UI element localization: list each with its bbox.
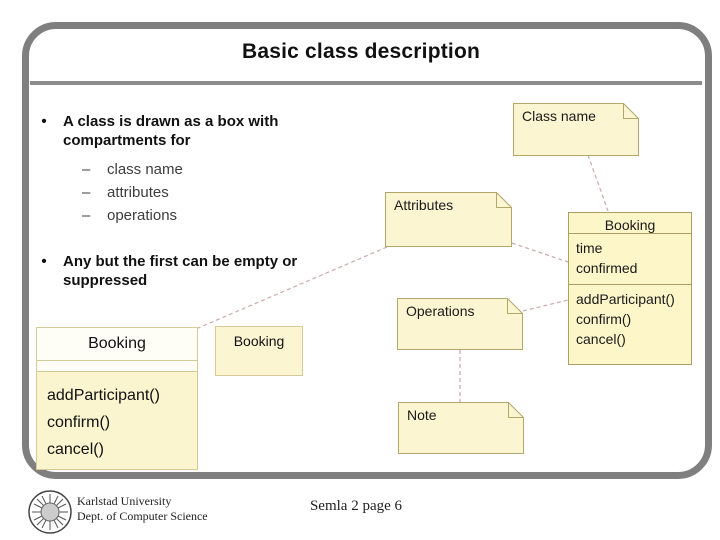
footer-organization: Karlstad University Dept. of Computer Sc… [77,494,208,524]
bullet-list: • A class is drawn as a box with compart… [38,112,338,290]
class-box-booking-full: Booking time confirmed addParticipant() … [568,212,692,365]
class-attributes-compartment: time confirmed [569,233,691,284]
uml-note-operations: Operations [397,298,523,350]
attribute-line: time [576,240,603,256]
sub-bullet-text: attributes [107,184,169,201]
uml-note-attributes: Attributes [385,192,512,247]
class-box-booking-suppressed: Booking [215,326,303,376]
note-label: Class name [522,108,596,124]
sub-bullet-item: – attributes [82,181,338,204]
dash-marker: – [82,207,91,224]
bullet-text: A class is drawn as a box with compartme… [63,113,279,149]
footer-org-line1: Karlstad University [77,494,172,508]
class-box-booking-empty-attrs: Booking addParticipant() confirm() cance… [36,327,198,470]
dash-marker: – [82,184,91,201]
slide-title: Basic class description [241,40,481,63]
operation-line: addParticipant() [576,291,675,307]
uml-note-class-name: Class name [513,103,639,156]
uml-note-note: Note [398,402,524,454]
sub-bullet-item: – operations [82,204,338,227]
empty-attributes-compartment [37,360,197,372]
class-operations-compartment: addParticipant() confirm() cancel() [37,372,197,469]
footer-org-line2: Dept. of Computer Science [77,509,208,523]
class-name-compartment: Booking [604,217,656,233]
bullet-marker: • [41,113,47,130]
note-shape-icon [385,192,512,247]
sub-bullet-text: class name [107,161,183,178]
bullet-item: • Any but the first can be empty or supp… [38,252,338,290]
operation-line: cancel() [576,331,626,347]
operation-line: confirm() [47,414,111,431]
bullet-text: Any but the first can be empty or suppre… [63,253,298,289]
sub-bullet-list: – class name – attributes – operations [82,158,338,227]
dash-marker: – [82,161,91,178]
footer-page-label: Semla 2 page 6 [309,498,403,514]
note-shape-icon [513,103,639,156]
operation-line: addParticipant() [47,387,160,404]
note-label: Attributes [394,197,454,213]
note-shape-icon [397,298,523,350]
sub-bullet-item: – class name [82,158,338,181]
attribute-line: confirmed [576,260,638,276]
sub-bullet-text: operations [107,207,178,224]
note-shape-icon [398,402,524,454]
university-logo-icon [28,490,72,534]
operation-line: confirm() [576,311,632,327]
operation-line: cancel() [47,441,104,458]
class-name-compartment: Booking [88,335,146,352]
title-divider [30,81,702,85]
note-label: Operations [406,303,475,319]
bullet-item: • A class is drawn as a box with compart… [38,112,338,150]
bullet-marker: • [41,253,47,270]
note-label: Note [407,407,437,423]
class-operations-compartment: addParticipant() confirm() cancel() [569,284,691,360]
